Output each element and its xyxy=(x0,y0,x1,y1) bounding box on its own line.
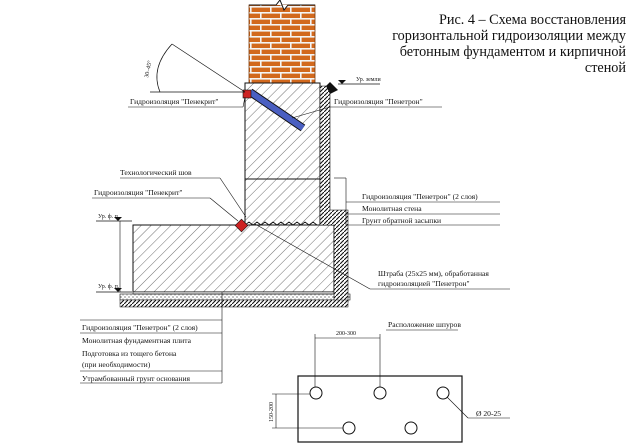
hole xyxy=(436,386,450,400)
label-groove-2: гидроизоляцией "Пенетрон" xyxy=(378,279,470,288)
holes-block xyxy=(297,375,463,443)
label-backfill: Грунт обратной засыпки xyxy=(362,216,441,225)
label-penetron-top: Гидроизоляция "Пенетрон" xyxy=(334,97,423,106)
foundation-slab xyxy=(119,221,351,301)
legend-item-lean-concrete: Подготовка из тощего бетона xyxy=(82,349,177,358)
label-penekrit-mid: Гидроизоляция "Пенекрит" xyxy=(94,188,183,197)
callout-groove: Штраба (25х25 мм), обработанная гидроизо… xyxy=(254,223,510,290)
level-foundation-top-label: Ур. ф. п. xyxy=(98,213,120,220)
caption-line-1: Рис. 4 – Схема восстановления xyxy=(439,12,626,28)
hole xyxy=(404,421,418,435)
dim-horizontal: 200-300 xyxy=(336,331,356,337)
brick-wall xyxy=(248,0,316,84)
tech-seam xyxy=(244,221,318,226)
legend-item-penetron: Гидроизоляция "Пенетрон" (2 слоя) xyxy=(82,323,198,332)
legend-item-soil: Утрамбованный грунт основания xyxy=(82,374,191,383)
angle-indicator: 30–45° xyxy=(143,43,246,93)
penekrit-marker-mid xyxy=(234,218,249,233)
label-penekrit-top: Гидроизоляция "Пенекрит" xyxy=(130,97,219,106)
level-marker-foundation-top: Ур. ф. п. xyxy=(96,213,132,222)
label-monolith-wall: Монолитная стена xyxy=(362,204,422,213)
legend-item-slab: Монолитная фундаментная плита xyxy=(82,336,192,345)
lean-concrete xyxy=(119,293,351,301)
callout-right-stack: Гидроизоляция "Пенетрон" (2 слоя) Моноли… xyxy=(334,177,500,226)
hole xyxy=(309,386,323,400)
dim-vertical: 150-200 xyxy=(269,402,275,422)
penetron-rod xyxy=(247,88,306,132)
level-marker-ground: Ур. земли xyxy=(338,77,382,85)
label-groove-1: Штраба (25х25 мм), обработанная xyxy=(378,269,489,278)
legend: Гидроизоляция "Пенетрон" (2 слоя) Моноли… xyxy=(80,292,223,384)
label-tech-seam: Технологический шов xyxy=(120,168,192,177)
penekrit-marker-top xyxy=(242,89,252,99)
level-marker-foundation-bottom: Ур. ф. п. xyxy=(96,283,132,293)
caption-line-3: бетонным фундаментом и кирпичной xyxy=(400,44,627,60)
caption-line-4: стеной xyxy=(585,60,626,76)
holes-title: Расположение шпуров xyxy=(388,320,461,329)
diameter-label: Ø 20-25 xyxy=(476,409,501,418)
label-penetron-2: Гидроизоляция "Пенетрон" (2 слоя) xyxy=(362,192,478,201)
level-foundation-bottom-label: Ур. ф. п. xyxy=(98,283,120,290)
level-ground-label: Ур. земли xyxy=(356,77,382,83)
holes-layout: Расположение шпуров 200-300 150-200 Ø 20… xyxy=(269,320,510,443)
callout-penetron-top: Гидроизоляция "Пенетрон" xyxy=(291,97,442,119)
caption-line-2: горизонтальной гидроизоляции между xyxy=(392,28,627,44)
soil xyxy=(119,82,349,308)
hole xyxy=(373,386,387,400)
callout-tech-seam: Технологический шов xyxy=(120,168,247,218)
callout-penekrit-top: Гидроизоляция "Пенекрит" xyxy=(128,96,246,108)
legend-item-optional: (при необходимости) xyxy=(82,360,151,369)
callout-penekrit-mid: Гидроизоляция "Пенекрит" xyxy=(92,188,239,222)
figure-caption: Рис. 4 – Схема восстановления горизонтал… xyxy=(392,12,627,76)
hole xyxy=(342,421,356,435)
concrete-wall xyxy=(244,82,321,226)
angle-label: 30–45° xyxy=(143,59,154,78)
